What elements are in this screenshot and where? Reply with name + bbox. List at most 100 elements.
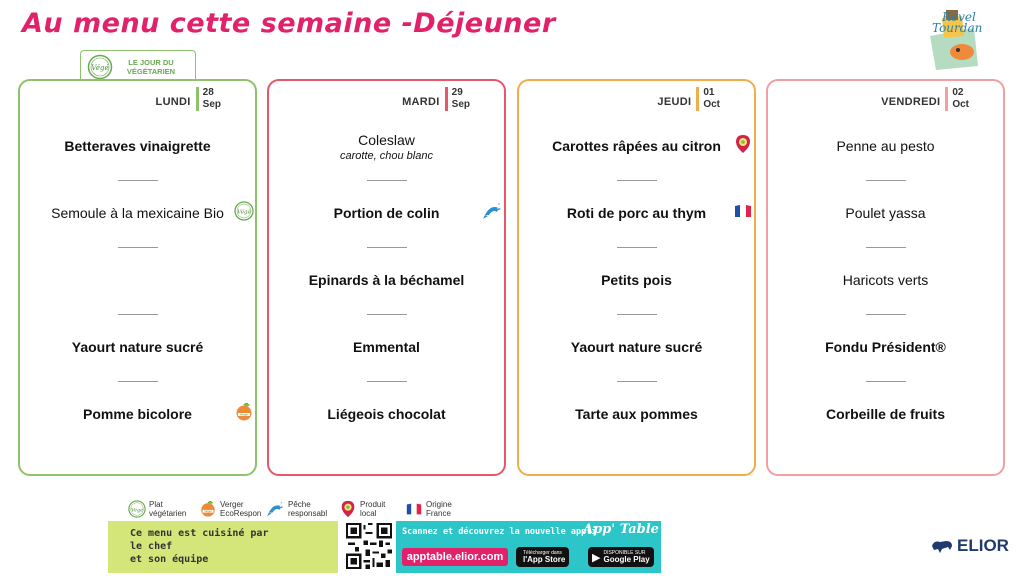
legend-line-1: Verger — [220, 500, 244, 509]
revel-tourdan-logo — [922, 6, 982, 70]
france-flag-icon — [733, 201, 753, 221]
app-store-small-label: Télécharger dans — [523, 550, 562, 556]
dish-item: Emmental — [269, 339, 504, 355]
dish-label: Haricots verts — [842, 272, 929, 288]
bull-icon — [932, 541, 952, 553]
play-icon: ▶ — [592, 551, 601, 564]
day-name: VENDREDI — [881, 96, 941, 108]
dish-item: Portion de colin — [269, 205, 504, 221]
legend-line-1: Origine — [426, 500, 452, 509]
legend-line-1: Pêche — [288, 500, 311, 509]
vege-icon: Végé — [87, 54, 113, 80]
day-header: VENDREDI 02 Oct — [881, 87, 969, 111]
dish-item: Semoule à la mexicaine Bio — [20, 205, 255, 221]
elior-logo: ELIOR — [930, 536, 1009, 556]
local-pin-icon — [339, 500, 357, 518]
day-name: LUNDI — [155, 96, 191, 108]
app-promo: Scannez et découvrez la nouvelle appli A… — [396, 521, 661, 573]
day-header: LUNDI 28 Sep — [156, 87, 221, 111]
legend-line-2: végétarien — [149, 509, 187, 518]
vege-icon: Végé — [128, 500, 146, 518]
day-card-lundi: LUNDI 28 Sep Betteraves vinaigrette Semo… — [18, 79, 257, 476]
svg-text:Végé: Végé — [131, 506, 143, 513]
dish-label: Emmental — [353, 339, 420, 355]
vegetarian-day-text: LE JOUR DU VÉGÉTARIEN — [126, 58, 176, 76]
dish-separator — [617, 381, 657, 382]
svg-text:Verger: Verger — [204, 510, 212, 513]
dish-item: Betteraves vinaigrette — [20, 138, 255, 154]
dish-label: Semoule à la mexicaine Bio — [51, 205, 224, 221]
dish-separator — [866, 180, 906, 181]
dish-label: Fondu Président® — [825, 339, 946, 355]
dish-label: Portion de colin — [333, 205, 440, 221]
dish-separator — [367, 180, 407, 181]
dish-label: Yaourt nature sucré — [570, 339, 703, 355]
dish-label: Corbeille de fruits — [825, 406, 946, 422]
france-flag-icon — [405, 500, 423, 518]
vege-icon-label: Végé — [91, 64, 108, 72]
app-store-label: l'App Store — [523, 555, 566, 564]
legend-line-1: Plat — [149, 500, 163, 509]
day-date: 29 Sep — [444, 87, 470, 111]
local-pin-icon — [733, 134, 753, 154]
dish-label: Poulet yassa — [845, 205, 926, 221]
svg-text:Végé: Végé — [237, 209, 251, 216]
elior-brand-text: ELIOR — [957, 536, 1009, 555]
dish-item: Tarte aux pommes — [519, 406, 754, 422]
legend-line-2: responsabl — [288, 509, 328, 518]
dish-separator — [367, 381, 407, 382]
dish-item: Epinards à la béchamel — [269, 272, 504, 288]
vege-icon: Végé — [234, 201, 254, 221]
dish-item: Liégeois chocolat — [269, 406, 504, 422]
day-card-vendredi: VENDREDI 02 Oct Penne au pesto Poulet ya… — [766, 79, 1005, 476]
dish-separator — [118, 247, 158, 248]
google-play-small-label: DISPONIBLE SUR — [603, 550, 646, 556]
dish-item: Yaourt nature sucré — [519, 339, 754, 355]
dish-separator — [367, 314, 407, 315]
dish-item: Roti de porc au thym — [519, 205, 754, 221]
logo-line-1: Revel — [942, 10, 976, 24]
day-name: JEUDI — [657, 96, 692, 108]
dish-item: Fondu Président® — [768, 339, 1003, 355]
chef-line-1: Ce menu est cuisiné par — [130, 528, 269, 539]
dish-label: Yaourt nature sucré — [71, 339, 204, 355]
dish-label: Coleslaw — [358, 132, 415, 148]
svg-text:Verger: Verger — [240, 413, 248, 417]
app-name: App' Table — [583, 522, 659, 537]
verger-icon: Verger — [199, 500, 217, 518]
date-day: 29 — [451, 87, 463, 98]
fish-icon — [267, 500, 285, 518]
day-name: MARDI — [402, 96, 440, 108]
date-day: 02 — [952, 87, 964, 98]
app-url-link[interactable]: apptable.elior.com — [402, 548, 508, 566]
dish-label: Epinards à la béchamel — [308, 272, 465, 288]
dish-label: Betteraves vinaigrette — [64, 138, 211, 154]
dish-separator — [617, 247, 657, 248]
dish-separator — [866, 247, 906, 248]
verger-icon: Verger — [234, 402, 254, 422]
dish-separator — [866, 314, 906, 315]
chef-line-2: le chef — [130, 541, 173, 552]
day-date: 02 Oct — [945, 87, 969, 111]
dish-separator — [118, 180, 158, 181]
dish-separator — [617, 314, 657, 315]
dish-item: Penne au pesto — [768, 138, 1003, 154]
day-card-mardi: MARDI 29 Sep Coleslaw carotte, chou blanc… — [267, 79, 506, 476]
date-month: Oct — [952, 99, 969, 110]
dish-label: Petits pois — [601, 272, 672, 288]
day-header: JEUDI 01 Oct — [657, 87, 720, 111]
qr-code[interactable] — [346, 523, 392, 569]
dish-item: Petits pois — [519, 272, 754, 288]
dish-item: Corbeille de fruits — [768, 406, 1003, 422]
dish-label: Liégeois chocolat — [327, 406, 446, 422]
dish-label: Tarte aux pommes — [575, 406, 698, 422]
dish-subtitle: carotte, chou blanc — [340, 150, 433, 162]
dish-item: Coleslaw carotte, chou blanc — [269, 132, 504, 162]
page-title: Au menu cette semaine -Déjeuner — [22, 8, 556, 39]
dish-item: Carottes râpées au citron — [519, 138, 754, 154]
dish-item: Haricots verts — [768, 272, 1003, 288]
